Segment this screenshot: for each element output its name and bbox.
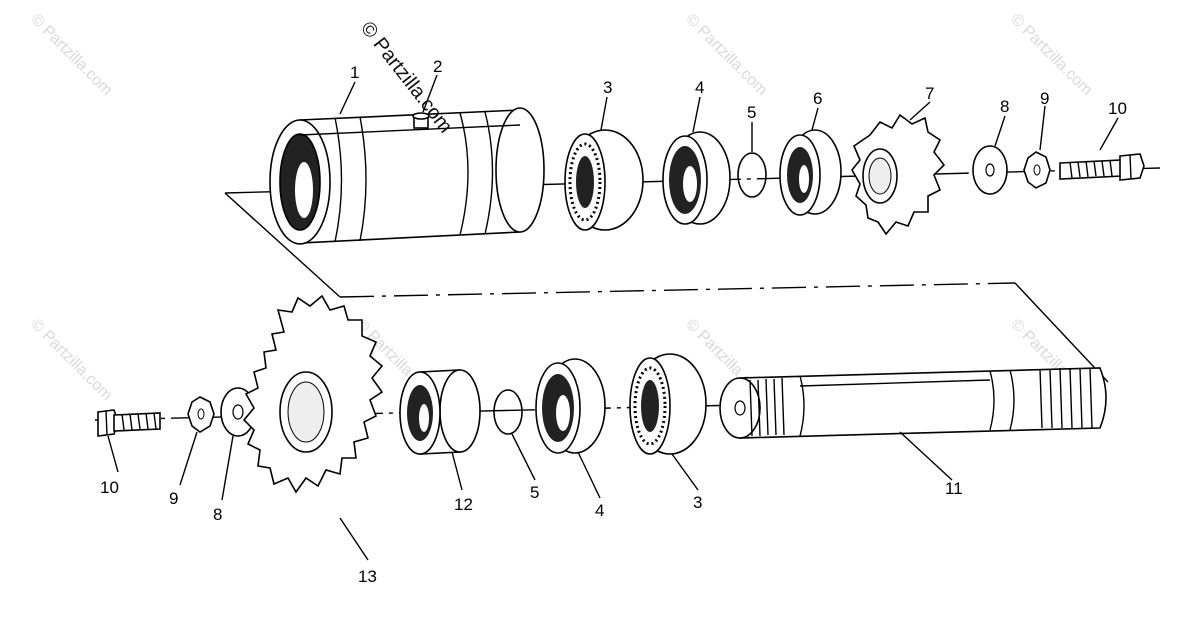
lock-washer-lower bbox=[187, 396, 215, 433]
callout-6: 6 bbox=[813, 89, 822, 108]
assembly-plane bbox=[224, 192, 1109, 383]
callouts-top: 1 2 3 4 5 6 7 8 9 10 bbox=[350, 57, 1127, 122]
callout-5: 5 bbox=[530, 483, 539, 502]
snap-ring-lower bbox=[493, 389, 523, 435]
callout-9: 9 bbox=[169, 489, 178, 508]
sprocket-large bbox=[242, 294, 384, 494]
callout-8: 8 bbox=[1000, 97, 1009, 116]
callout-8: 8 bbox=[213, 505, 222, 524]
race-upper bbox=[662, 131, 731, 225]
watermark-text: © Partzilla.com bbox=[27, 316, 115, 404]
housing bbox=[269, 107, 545, 245]
watermarks: © Partzilla.com © Partzilla.com © Partzi… bbox=[27, 11, 1095, 404]
grease-fitting bbox=[412, 112, 430, 129]
callout-4: 4 bbox=[595, 501, 604, 520]
snap-ring-upper bbox=[737, 152, 767, 198]
bolt-upper bbox=[1059, 153, 1145, 181]
callout-1: 1 bbox=[350, 63, 359, 82]
callout-4: 4 bbox=[695, 78, 704, 97]
leader-lines bbox=[107, 74, 1119, 561]
shaft bbox=[719, 367, 1107, 439]
washer-lower bbox=[220, 387, 256, 437]
callout-3: 3 bbox=[693, 493, 702, 512]
bearing-lower bbox=[629, 353, 707, 455]
lock-washer-upper bbox=[1023, 151, 1051, 189]
watermark-text: © Partzilla.com bbox=[1007, 11, 1095, 99]
washer-upper bbox=[972, 145, 1008, 195]
bearing-upper bbox=[564, 129, 644, 231]
spacer-lower bbox=[399, 369, 481, 455]
callouts-bottom: 10 9 8 13 12 5 4 3 11 bbox=[100, 478, 963, 586]
callout-9: 9 bbox=[1040, 89, 1049, 108]
plane-edge-right bbox=[1014, 282, 1109, 383]
plane-edge-left bbox=[224, 192, 341, 298]
callout-3: 3 bbox=[603, 78, 612, 97]
plane-edge-middle bbox=[339, 282, 1016, 298]
bolt-lower bbox=[97, 409, 161, 437]
callout-11: 11 bbox=[945, 479, 963, 498]
callout-5: 5 bbox=[747, 103, 756, 122]
spacer-upper bbox=[779, 129, 842, 216]
sprocket-small bbox=[851, 113, 946, 236]
callout-10: 10 bbox=[100, 478, 119, 497]
race-lower bbox=[535, 358, 606, 454]
callout-10: 10 bbox=[1108, 99, 1127, 118]
callout-7: 7 bbox=[925, 84, 934, 103]
watermark-text: © Partzilla.com bbox=[27, 11, 115, 99]
callout-2: 2 bbox=[433, 57, 442, 76]
callout-13: 13 bbox=[358, 567, 377, 586]
callout-12: 12 bbox=[454, 495, 473, 514]
